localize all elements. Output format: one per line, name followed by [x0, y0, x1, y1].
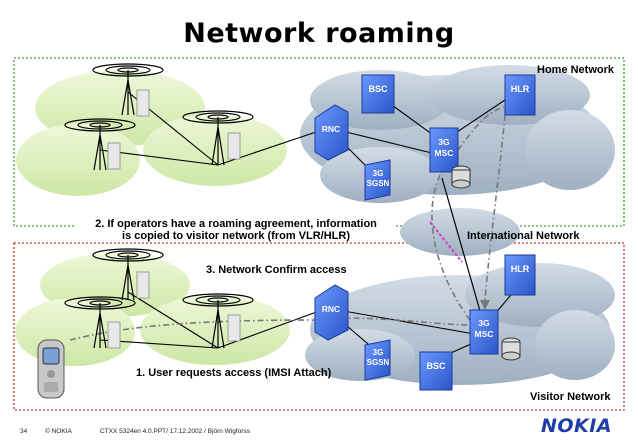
visitor-core-cloud	[305, 263, 615, 385]
home-cell-areas	[16, 70, 287, 196]
page-title: Network roaming	[183, 18, 455, 49]
svg-text:MSC: MSC	[435, 148, 454, 158]
international-cloud	[400, 208, 520, 256]
home-bsc-label: BSC	[368, 84, 388, 94]
svg-text:SGSN: SGSN	[367, 179, 390, 188]
page-number: 34	[20, 428, 28, 435]
svg-text:RNC: RNC	[322, 304, 340, 314]
base-station-icon	[107, 89, 241, 349]
home-hlr-node: HLR	[504, 74, 536, 116]
visitor-msc-node: 3G MSC	[469, 309, 521, 361]
svg-text:MSC: MSC	[475, 329, 494, 339]
visitor-network-boundary	[13, 242, 625, 411]
copyright: © NOKIA	[45, 428, 72, 435]
step2-label: 2. If operators have a roaming agreement…	[76, 218, 396, 242]
svg-text:SGSN: SGSN	[367, 358, 390, 367]
home-hlr-label: HLR	[511, 84, 530, 94]
mobile-phone-icon	[37, 339, 65, 399]
nokia-logo: NOKIA	[540, 415, 612, 437]
svg-text:3G: 3G	[478, 318, 490, 328]
step3-label: 3. Network Confirm access	[206, 264, 347, 276]
step2-line2: is copied to visitor network (from VLR/H…	[122, 230, 350, 242]
tower-icon	[64, 118, 136, 171]
tower-icon	[92, 63, 164, 116]
step2-line1: 2. If operators have a roaming agreement…	[95, 218, 377, 230]
step1-label: 1. User requests access (IMSI Attach)	[136, 367, 332, 379]
visitor-sgsn-node: 3G SGSN	[364, 339, 391, 381]
svg-text:3G: 3G	[373, 169, 384, 178]
visitor-bsc-node: BSC	[419, 351, 453, 391]
home-msc-node: 3G MSC	[429, 127, 471, 189]
home-bsc-node: BSC	[361, 74, 395, 114]
international-link	[429, 221, 463, 263]
visitor-network-label: Visitor Network	[530, 391, 611, 403]
document-reference: CTXX 5324en 4.0.PPT/ 17.12.2002 / Björn …	[100, 428, 250, 435]
tower-icon	[92, 248, 164, 301]
international-network-label: International Network	[467, 230, 580, 242]
visitor-hlr-node: HLR	[504, 254, 536, 296]
international-trunk	[441, 177, 483, 319]
svg-text:HLR: HLR	[511, 264, 530, 274]
home-sgsn-node: 3G SGSN	[364, 159, 391, 201]
svg-text:BSC: BSC	[426, 361, 446, 371]
signalling-flow	[69, 104, 511, 341]
tower-icon	[64, 296, 136, 349]
tower-icon	[182, 293, 254, 349]
tower-icon	[182, 110, 254, 166]
home-network-boundary	[13, 57, 625, 227]
home-rnc-label: RNC	[322, 124, 340, 134]
svg-text:3G: 3G	[373, 348, 384, 357]
home-network-label: Home Network	[537, 64, 615, 76]
visitor-rnc-node: RNC	[314, 284, 349, 341]
svg-text:3G: 3G	[438, 137, 450, 147]
home-rnc-node: RNC	[314, 104, 349, 161]
